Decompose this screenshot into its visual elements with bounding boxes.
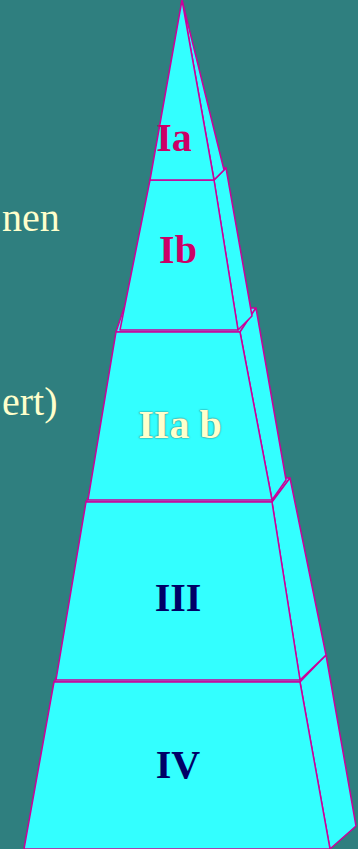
tier-label: III (155, 576, 202, 620)
pyramid-tier: Ib (120, 168, 252, 330)
pyramid-tier: III (56, 478, 326, 680)
tier-face (56, 502, 300, 680)
tier-face (120, 180, 238, 330)
tier-face (24, 682, 330, 849)
pyramid-tier: IV (24, 655, 356, 849)
pyramid-tier: Ia (150, 0, 224, 180)
side-text: nen (2, 196, 60, 240)
tier-label: IIa b (138, 403, 221, 447)
tier-face (150, 168, 226, 180)
tier-face (150, 0, 214, 180)
tier-label: Ib (159, 228, 197, 272)
tier-face (86, 478, 290, 502)
pyramid-tier: IIa b (88, 308, 286, 500)
tier-face (116, 308, 256, 332)
side-text: ert) (2, 380, 58, 424)
tier-label: Ia (156, 116, 192, 160)
tier-face (88, 332, 272, 500)
tier-face (54, 655, 326, 682)
tier-label: IV (156, 743, 200, 787)
